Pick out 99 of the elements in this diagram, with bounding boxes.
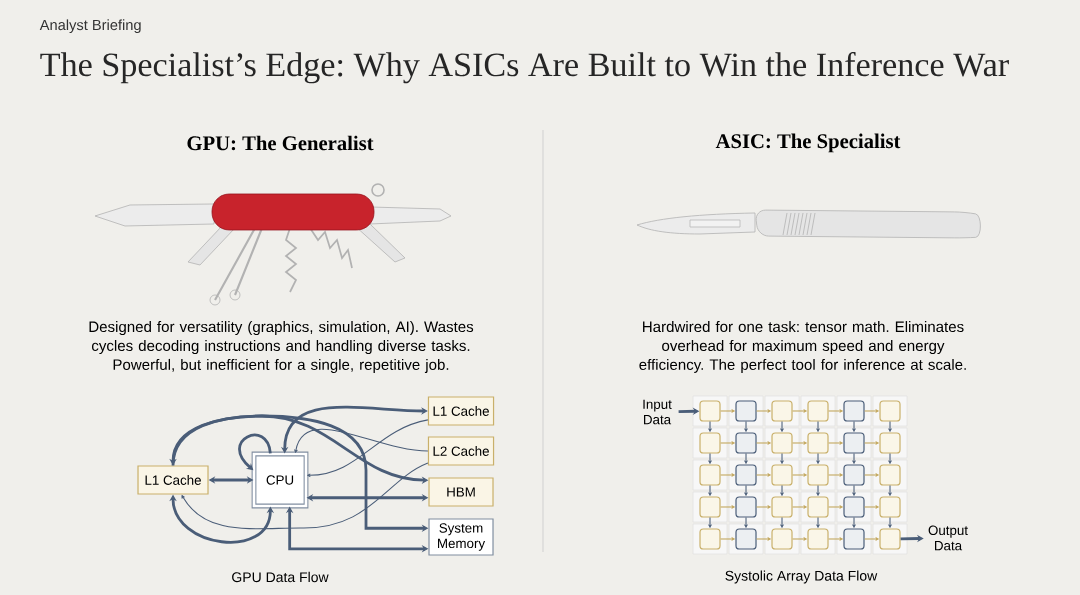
diagram-caption: GPU Data Flow <box>232 571 329 583</box>
processing-cell <box>879 432 901 454</box>
arrow <box>864 505 879 509</box>
header-label: Analyst Briefing <box>39 19 141 34</box>
processing-cell <box>699 432 721 454</box>
arrow <box>888 517 892 528</box>
arrow <box>816 453 820 464</box>
arrow <box>828 473 843 477</box>
memory-box: L1 Cache <box>137 465 209 495</box>
processing-cell <box>879 528 901 550</box>
processing-cell <box>807 464 829 486</box>
arrow <box>744 453 748 464</box>
processing-cell <box>771 528 793 550</box>
arrow <box>294 428 429 453</box>
memory-box: L2 Cache <box>427 436 495 466</box>
arrow <box>744 485 748 496</box>
processing-cell <box>771 400 793 422</box>
processing-cell <box>771 464 793 486</box>
arrow <box>852 517 856 528</box>
arrow <box>816 517 820 528</box>
arrow <box>864 441 879 445</box>
processing-cell <box>699 464 721 486</box>
arrow <box>852 453 856 464</box>
arrow <box>888 421 892 432</box>
cpu-chip: CPU <box>251 451 309 509</box>
arrow <box>780 517 784 528</box>
section-heading: ASIC: The Specialist <box>715 133 901 153</box>
processing-cell <box>879 400 901 422</box>
processing-cell <box>735 464 757 486</box>
arrow <box>828 409 843 413</box>
arrow <box>828 441 843 445</box>
arrow <box>792 505 807 509</box>
processing-cell <box>699 400 721 422</box>
processing-cell <box>843 496 865 518</box>
processing-cell <box>843 432 865 454</box>
processing-cell <box>807 400 829 422</box>
arrow <box>720 409 735 413</box>
processing-cell <box>699 496 721 518</box>
arrow <box>756 441 771 445</box>
arrow <box>888 485 892 496</box>
arrow <box>816 485 820 496</box>
processing-cell <box>843 400 865 422</box>
arrow <box>708 517 712 528</box>
memory-box: System Memory <box>428 518 494 556</box>
arrow <box>720 537 735 541</box>
processing-cell <box>735 432 757 454</box>
arrow <box>864 473 879 477</box>
arrow <box>708 453 712 464</box>
processing-cell <box>735 496 757 518</box>
description-text: Hardwired for one task: tensor math. Eliminates overhead for maximum speed and energy efficiency. The perfect tool for inference at scale. <box>639 321 966 373</box>
processing-cell <box>879 464 901 486</box>
arrow <box>828 505 843 509</box>
page-title: The Specialist’s Edge: Why ASICs Are Built to Win the Inference War <box>40 51 1009 84</box>
arrow <box>780 485 784 496</box>
arrow <box>864 537 879 541</box>
arrow <box>238 433 272 471</box>
arrow <box>720 473 735 477</box>
arrow <box>744 517 748 528</box>
arrow <box>744 421 748 432</box>
arrow <box>720 505 735 509</box>
arrow <box>816 421 820 432</box>
arrow <box>828 537 843 541</box>
description-text: Designed for versatility (graphics, simulation, AI). Wastes cycles decoding instructions and handling diverse tasks. Powerful, but inefficient for a single, repetitive job. <box>89 321 474 373</box>
processing-cell <box>843 464 865 486</box>
processing-cell <box>807 528 829 550</box>
arrow <box>720 441 735 445</box>
arrow <box>756 409 771 413</box>
arrow <box>780 421 784 432</box>
processing-cell <box>699 528 721 550</box>
arrow <box>756 473 771 477</box>
processing-cell <box>843 528 865 550</box>
arrow <box>852 485 856 496</box>
arrow <box>792 537 807 541</box>
diagram-caption: Systolic Array Data Flow <box>725 570 878 584</box>
arrow <box>708 485 712 496</box>
memory-box: L1 Cache <box>427 396 495 426</box>
processing-cell <box>879 496 901 518</box>
arrow <box>852 421 856 432</box>
arrow <box>864 409 879 413</box>
arrow <box>792 473 807 477</box>
arrow <box>792 441 807 445</box>
arrow <box>792 409 807 413</box>
input-label: Input Data <box>643 399 672 425</box>
arrow <box>780 453 784 464</box>
processing-cell <box>807 496 829 518</box>
arrow <box>888 453 892 464</box>
memory-box: HBM <box>428 477 494 507</box>
processing-cell <box>735 528 757 550</box>
processing-cell <box>807 432 829 454</box>
arrow <box>756 537 771 541</box>
processing-cell <box>771 496 793 518</box>
section-heading: GPU: The Generalist <box>187 135 374 151</box>
arrow <box>756 505 771 509</box>
arrow <box>708 421 712 432</box>
output-label: Output Data <box>928 525 968 551</box>
processing-cell <box>771 432 793 454</box>
arrow <box>307 419 429 478</box>
processing-cell <box>735 400 757 422</box>
arrow <box>181 462 429 530</box>
